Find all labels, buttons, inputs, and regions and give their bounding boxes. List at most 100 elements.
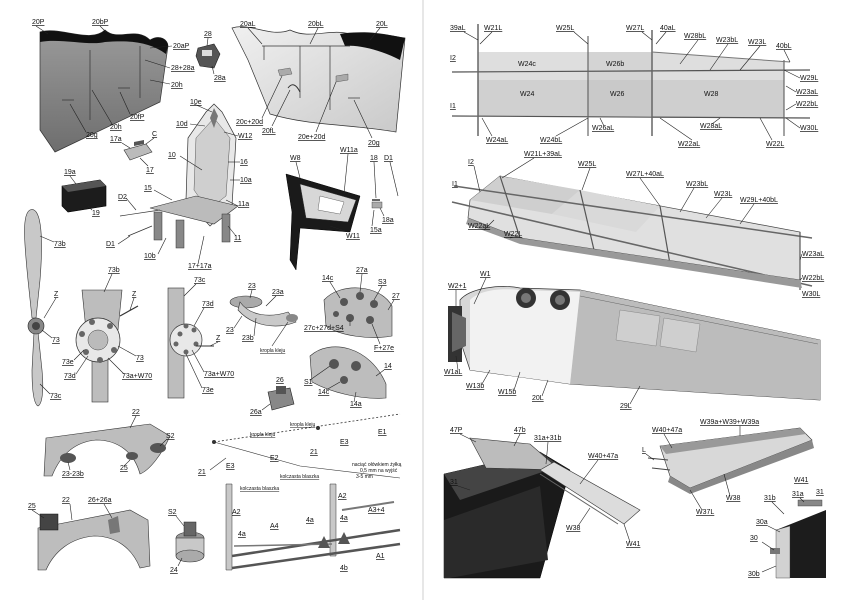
label-W30L: W30L xyxy=(800,125,818,132)
label-W1: W1 xyxy=(480,271,491,278)
label-23-2: 23 xyxy=(226,327,234,334)
leaders-wing-persp xyxy=(473,157,803,281)
part-22-arch-upper xyxy=(43,423,171,477)
label-31-post: 31 xyxy=(816,489,824,496)
label-10e: 10e xyxy=(190,99,202,106)
label-W11a: W11a xyxy=(340,147,358,154)
label-20h-1: 20h xyxy=(171,82,183,89)
note-naciac-1: naciąć ołówkiem żyłką xyxy=(352,462,402,468)
note-naciac-2: 0,5 mm na wyjść xyxy=(360,468,398,474)
label-28: 28 xyxy=(204,31,212,38)
leaders-fuselage-left xyxy=(35,25,173,133)
label-W26aL: W26aL xyxy=(592,125,614,132)
label-W28bL: W28bL xyxy=(684,33,706,40)
leaders-tail-post xyxy=(761,497,805,573)
label-A1: A1 xyxy=(376,553,385,560)
label-31a-31b: 31a+31b xyxy=(534,435,562,442)
part-control-cables xyxy=(209,413,401,479)
label-73d-hub2: 73d xyxy=(202,301,214,308)
label-W23L: W23L xyxy=(748,39,766,46)
label-S2-drum: S2 xyxy=(168,509,177,516)
part-23-control-stick xyxy=(229,295,298,327)
part-fuselage-assembled xyxy=(448,286,821,401)
label-17a: 17a xyxy=(110,136,122,143)
label-18a: 18a xyxy=(382,217,394,224)
label-W37L: W37L xyxy=(696,509,714,516)
label-A3-4: A3+4 xyxy=(368,507,385,514)
label-73b-prop: 73b xyxy=(54,241,66,248)
note-naciac-3: 3-5 mm xyxy=(356,474,373,480)
label-26-26a: 26+26a xyxy=(88,497,112,504)
label-20aL: 20aL xyxy=(240,21,256,28)
label-W23bL-persp: W23bL xyxy=(686,181,708,188)
label-I1-top: I1 xyxy=(450,103,456,110)
label-W28aL: W28aL xyxy=(700,123,722,130)
part-propeller-hub-2 xyxy=(167,287,214,399)
part-19-box xyxy=(61,179,107,213)
label-47P: 47P xyxy=(450,427,463,434)
label-C: C xyxy=(152,131,157,138)
label-W23L-persp: W23L xyxy=(714,191,732,198)
label-W1aL: W1aL xyxy=(444,369,462,376)
label-E2: E2 xyxy=(270,455,279,462)
label-4a-1: 4a xyxy=(238,531,246,538)
part-propeller xyxy=(24,209,45,407)
label-10a: 10a xyxy=(240,177,252,184)
label-73b-hub: 73b xyxy=(108,267,120,274)
label-D1-seat: D1 xyxy=(106,241,115,248)
label-20L-assembled: 20L xyxy=(532,395,544,402)
label-F-27e: F+27e xyxy=(374,345,394,352)
label-23: 23 xyxy=(248,283,256,290)
label-W40-47a-elev: W40+47a xyxy=(652,427,682,434)
label-W38-a: W38 xyxy=(566,525,581,532)
label-47b: 47b xyxy=(514,427,526,434)
label-E1: E1 xyxy=(378,429,387,436)
label-W22L-persp: W22L xyxy=(504,231,522,238)
label-22-lower: 22 xyxy=(62,497,70,504)
label-W41-a: W41 xyxy=(626,541,641,548)
label-40aL: 40aL xyxy=(660,25,676,32)
label-10b: 10b xyxy=(144,253,156,260)
leaders-W8 xyxy=(295,153,399,233)
label-L: L xyxy=(642,447,646,454)
label-W26b: W26b xyxy=(606,61,624,68)
label-10: 10 xyxy=(168,152,176,159)
label-20e-20d: 20e+20d xyxy=(298,134,326,141)
label-W41-b: W41 xyxy=(794,477,809,484)
label-W23bL: W23bL xyxy=(716,37,738,44)
part-wing-frame-top xyxy=(451,24,811,136)
label-4a-2: 4a xyxy=(306,517,314,524)
label-24: 24 xyxy=(170,567,178,574)
part-undercarriage xyxy=(225,483,401,571)
label-W22L-top: W22L xyxy=(766,141,784,148)
label-14: 14 xyxy=(384,363,392,370)
label-W38-b: W38 xyxy=(726,495,741,502)
part-tail-post xyxy=(770,499,826,579)
label-kolczasta-blaszka-2: kolczasta blaszka xyxy=(280,474,319,480)
label-31: 31 xyxy=(450,479,458,486)
leaders-fuselage-assembled xyxy=(455,277,641,405)
label-20L: 20L xyxy=(376,21,388,28)
label-4a-3: 4a xyxy=(340,515,348,522)
label-21-a: 21 xyxy=(310,449,318,456)
part-17-clip xyxy=(123,140,153,161)
label-W29L-40bL: W29L+40bL xyxy=(740,197,778,204)
label-A2-b: A2 xyxy=(338,493,347,500)
label-73e-hub1: 73e xyxy=(62,359,74,366)
label-W22aL-persp: W22aL xyxy=(468,223,490,230)
label-E3-b: E3 xyxy=(226,463,235,470)
label-W12: W12 xyxy=(238,133,253,140)
label-W30L-persp: W30L xyxy=(802,291,820,298)
label-20g-1: 20g xyxy=(86,132,98,139)
label-20bP: 20bP xyxy=(92,19,109,26)
label-16: 16 xyxy=(240,159,248,166)
label-27a: 27a xyxy=(356,267,368,274)
label-W25L-persp: W25L xyxy=(578,161,596,168)
label-26: 26 xyxy=(276,377,284,384)
label-kropla-kleju-2: kropla kleju xyxy=(250,432,276,438)
label-23a: 23a xyxy=(272,289,284,296)
label-S1: S1 xyxy=(304,379,313,386)
part-propeller-hub-1 xyxy=(75,289,139,403)
label-20h-2: 20h xyxy=(110,124,122,131)
